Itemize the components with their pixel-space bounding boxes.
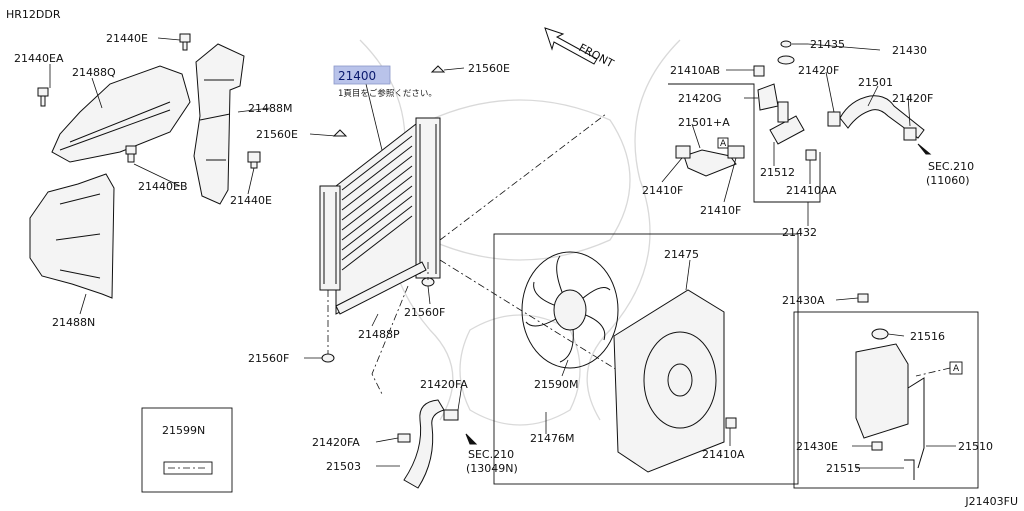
- label-21560e-top: 21560E: [468, 62, 510, 75]
- label-21420g: 21420G: [678, 92, 722, 105]
- label-21440e-bottom: 21440E: [230, 194, 272, 207]
- marker-a-top-box: [717, 137, 729, 149]
- guide-line: [371, 285, 409, 395]
- label-sec-bottom-1: SEC.210: [468, 448, 514, 461]
- bracket-21420g: [757, 83, 779, 111]
- label-21560f-a: 21560F: [404, 306, 445, 319]
- label-21410a: 21410A: [702, 448, 745, 461]
- arrow-sec-bottom-icon: [465, 433, 478, 445]
- label-21560e-mid: 21560E: [256, 128, 298, 141]
- seal-21488p: [335, 261, 427, 315]
- air-guide-21488m: [193, 43, 245, 205]
- front-arrow-icon: [544, 27, 598, 65]
- label-21430e: 21430E: [796, 440, 838, 453]
- label-21516: 21516: [910, 330, 945, 343]
- group-box-21432: [668, 83, 821, 203]
- label-21430: 21430: [892, 44, 927, 57]
- label-21488m: 21488M: [248, 102, 292, 115]
- bolt-21410a-icon: [725, 417, 737, 429]
- fan-21590m: [521, 251, 619, 369]
- mount-21560e-mid-icon: [332, 129, 348, 137]
- bolt-21440e-bottom-icon: [247, 151, 261, 169]
- label-21440e-top: 21440E: [106, 32, 148, 45]
- bolt-21410ab-icon: [753, 65, 765, 77]
- label-21501: 21501: [858, 76, 893, 89]
- marker-a-bottom: A: [953, 364, 960, 374]
- label-21420f-b: 21420F: [892, 92, 933, 105]
- hose-assembly-21501a: [675, 145, 745, 177]
- air-guide-21488q: [51, 65, 191, 163]
- label-21410aa: 21410AA: [786, 184, 837, 197]
- label-21420fa-b: 21420FA: [312, 436, 360, 449]
- kit-box-21599n: [141, 407, 233, 493]
- label-21430a: 21430A: [782, 294, 825, 307]
- label-21440ea: 21440EA: [14, 52, 64, 65]
- label-21435: 21435: [810, 38, 845, 51]
- label-21410f-a: 21410F: [642, 184, 683, 197]
- part-labels: 21400 1頁目をご参照ください。 21440EA 21488Q 21440E…: [14, 32, 993, 475]
- label-21488q: 21488Q: [72, 66, 116, 79]
- hose-21501: [827, 95, 925, 141]
- bolt-21430a-icon: [857, 293, 869, 303]
- label-21410ab: 21410AB: [670, 64, 720, 77]
- label-21503: 21503: [326, 460, 361, 473]
- group-box-21476m: [493, 233, 799, 485]
- label-21475: 21475: [664, 248, 699, 261]
- label-21488n: 21488N: [52, 316, 95, 329]
- label-sec-bottom-2: (13049N): [466, 462, 518, 475]
- bolt-21440e-top-icon: [179, 33, 191, 51]
- bolt-21430e-icon: [871, 441, 883, 451]
- highlight-box-21400: [333, 65, 391, 85]
- mount-21560e-top-icon: [430, 65, 446, 73]
- guide-line: [915, 367, 951, 377]
- front-label: FRONT: [577, 41, 617, 70]
- air-guide-21488n: [29, 173, 115, 299]
- clip-21440eb-icon: [125, 145, 137, 163]
- label-21512: 21512: [760, 166, 795, 179]
- radiator-21400: [319, 117, 441, 315]
- guide-line: [439, 113, 607, 241]
- label-21432: 21432: [782, 226, 817, 239]
- label-21476m: 21476M: [530, 432, 574, 445]
- hose-21515: [904, 459, 915, 480]
- radiator-note: 1頁目をご参照ください。: [338, 88, 437, 99]
- mount-21560f-b-icon: [321, 353, 335, 363]
- label-21488p: 21488P: [358, 328, 400, 341]
- label-21590m: 21590M: [534, 378, 578, 391]
- label-21560f-b: 21560F: [248, 352, 289, 365]
- guide-line: [439, 259, 631, 379]
- label-21599n: 21599N: [162, 424, 205, 437]
- label-21510: 21510: [958, 440, 993, 453]
- model-code: HR12DDR: [6, 8, 61, 21]
- pipe-21512: [769, 101, 805, 145]
- leader-lines: [49, 37, 956, 469]
- marker-a-top: A: [720, 139, 727, 149]
- label-21420fa-a: 21420FA: [420, 378, 468, 391]
- label-21440eb: 21440EB: [138, 180, 188, 193]
- label-sec-right-2: (11060): [926, 174, 970, 187]
- hose-21503: [397, 399, 459, 489]
- bolt-21410aa-icon: [805, 149, 817, 161]
- reservoir-tank-21510: [855, 328, 925, 469]
- kit-label-plate: [163, 461, 213, 475]
- cap-21435-icon: [777, 40, 795, 65]
- label-sec-right-1: SEC.210: [928, 160, 974, 173]
- label-21410f-b: 21410F: [700, 204, 741, 217]
- bolt-21440ea-icon: [37, 87, 49, 107]
- shroud-21475: [613, 289, 725, 473]
- label-21501a: 21501+A: [678, 116, 730, 129]
- label-21400: 21400: [338, 69, 376, 83]
- group-box-21510: [793, 311, 979, 489]
- label-21515: 21515: [826, 462, 861, 475]
- arrow-sec-right-icon: [917, 143, 932, 155]
- figure-code: J21403FU: [964, 495, 1018, 508]
- label-21420f-a: 21420F: [798, 64, 839, 77]
